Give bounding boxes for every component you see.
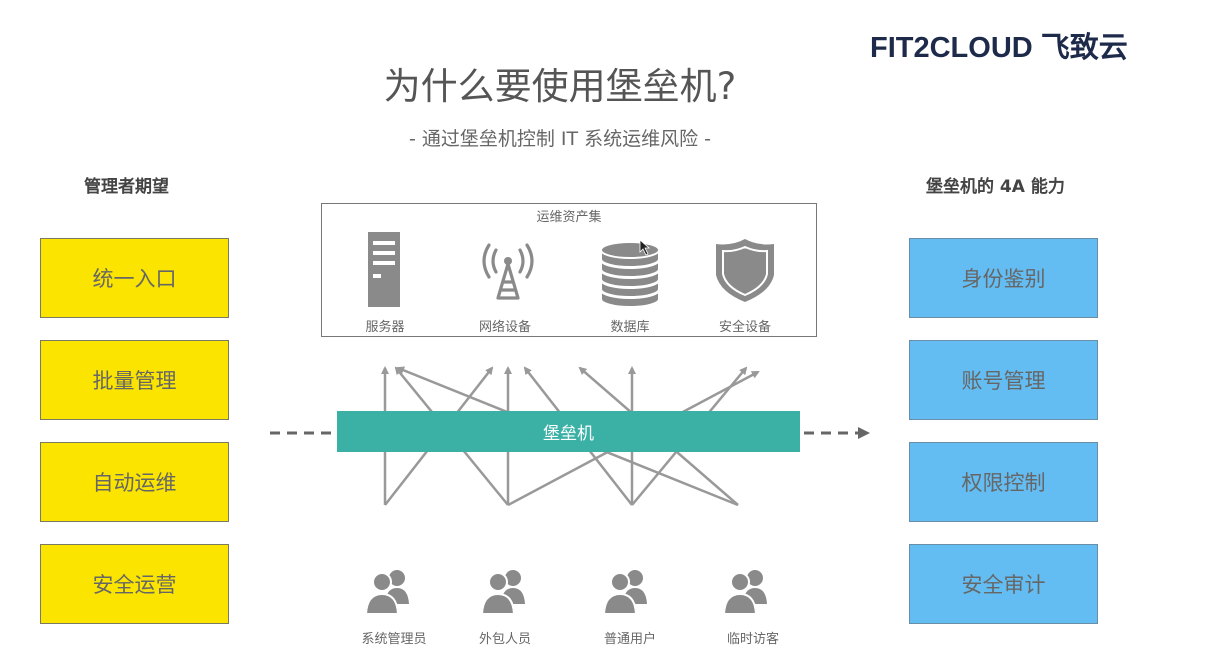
cursor-icon xyxy=(639,239,651,256)
server-icon xyxy=(368,232,400,307)
capabilities-heading: 堡垒机的 4A 能力 xyxy=(926,177,1065,197)
expectation-box-security-ops: 安全运营 xyxy=(40,544,229,624)
capability-box-identity: 身份鉴别 xyxy=(909,238,1098,318)
asset-label-database: 数据库 xyxy=(610,320,650,335)
users-icon xyxy=(722,570,767,615)
users-icon xyxy=(364,570,409,615)
capability-box-audit: 安全审计 xyxy=(909,544,1098,624)
brand-logo: FIT2CLOUD 飞致云 xyxy=(870,32,1128,64)
expectation-box-unified-entry: 统一入口 xyxy=(40,238,229,318)
manager-expectations-heading: 管理者期望 xyxy=(84,177,169,197)
antenna-icon xyxy=(482,243,534,300)
asset-label-security: 安全设备 xyxy=(718,320,771,335)
asset-label-network: 网络设备 xyxy=(478,320,531,335)
user-label-outsourced: 外包人员 xyxy=(478,632,531,647)
asset-set-title: 运维资产集 xyxy=(536,210,602,225)
database-icon xyxy=(600,241,660,308)
capability-box-permission: 权限控制 xyxy=(909,442,1098,522)
page-title: 为什么要使用堡垒机? xyxy=(383,65,737,108)
users-icon xyxy=(480,570,525,615)
user-label-visitor: 临时访客 xyxy=(726,632,779,647)
expectation-box-batch-management: 批量管理 xyxy=(40,340,229,420)
asset-label-server: 服务器 xyxy=(365,320,405,335)
user-label-regular: 普通用户 xyxy=(603,632,656,647)
expectation-box-auto-ops: 自动运维 xyxy=(40,442,229,522)
users-icon xyxy=(602,570,647,615)
shield-icon xyxy=(716,239,774,302)
user-label-sysadmin: 系统管理员 xyxy=(361,632,427,647)
page-subtitle: - 通过堡垒机控制 IT 系统运维风险 - xyxy=(408,128,712,150)
bastion-host-bar: 堡垒机 xyxy=(337,411,800,452)
capability-box-account: 账号管理 xyxy=(909,340,1098,420)
